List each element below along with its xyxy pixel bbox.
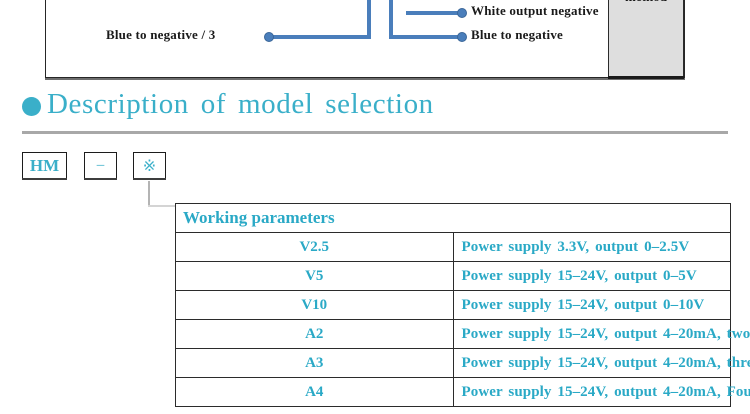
row-description: Power supply 15–24V, output 0–5V (452, 261, 731, 291)
row-code: A3 (175, 348, 454, 378)
row-description: Power supply 15–24V, output 0–10V (452, 290, 731, 320)
node-dot-blue-to-negative-3 (264, 32, 274, 42)
row-code: A2 (175, 319, 454, 349)
wire-blue-to-negative-3 (266, 35, 371, 39)
table-header-row: Working parameters (175, 203, 731, 233)
wire-stub-blue-to-negative-3 (367, 0, 371, 37)
node-dot-white-output-negative (457, 8, 467, 18)
leader-line-horizontal (148, 205, 176, 207)
wire-blue-to-negative (389, 35, 462, 39)
section-heading-text: Description of model selection (47, 88, 434, 120)
row-description: Power supply 3.3V, output 0–2.5V (452, 232, 731, 262)
model-code-separator-box[interactable]: – (84, 152, 117, 180)
table-header-working-parameters: Working parameters (175, 203, 731, 233)
label-blue-to-negative: Blue to negative (471, 27, 564, 42)
model-code-separator-value: – (96, 157, 105, 173)
table-row[interactable]: V2.5 Power supply 3.3V, output 0–2.5V (175, 232, 731, 262)
working-parameters-table: Working parameters V2.5 Power supply 3.3… (175, 203, 750, 407)
model-code-prefix-box[interactable]: HM (22, 152, 67, 180)
table-row[interactable]: V10 Power supply 15–24V, output 0–10V (175, 290, 731, 320)
leader-line-vertical (148, 181, 150, 207)
row-description: Power supply 15–24V, output 4–20mA, two … (452, 319, 750, 349)
row-description: Power supply 15–24V, output 4–20mA, Four… (452, 377, 750, 407)
row-code: V10 (175, 290, 454, 320)
reference-mark-icon: ※ (142, 157, 157, 175)
filled-circle-icon (22, 96, 41, 116)
table-row[interactable]: V5 Power supply 15–24V, output 0–5V (175, 261, 731, 291)
table-row[interactable]: A2 Power supply 15–24V, output 4–20mA, t… (175, 319, 750, 349)
table-row[interactable]: A3 Power supply 15–24V, output 4–20mA, t… (175, 348, 750, 378)
model-code-prefix-value: HM (29, 155, 60, 175)
heading-divider (22, 131, 728, 134)
method-column-label: method (609, 0, 683, 5)
label-blue-to-negative-3: Blue to negative / 3 (106, 27, 216, 42)
row-description: Power supply 15–24V, output 4–20mA, thre… (452, 348, 750, 378)
node-dot-blue-to-negative (457, 32, 467, 42)
page-title: Description of model selection (22, 90, 434, 119)
wire-white-output-negative (406, 11, 462, 15)
wire-stub-blue-to-negative (389, 0, 393, 37)
wiring-diagram-panel: White output negative Blue to negative B… (45, 0, 685, 80)
row-code: V2.5 (175, 232, 454, 262)
method-column-box: method (608, 0, 684, 79)
table-row[interactable]: A4 Power supply 15–24V, output 4–20mA, F… (175, 377, 750, 407)
model-code-variant-box[interactable]: ※ (133, 152, 166, 180)
row-code: A4 (175, 377, 454, 407)
row-code: V5 (175, 261, 454, 291)
label-white-output-negative: White output negative (471, 3, 599, 18)
